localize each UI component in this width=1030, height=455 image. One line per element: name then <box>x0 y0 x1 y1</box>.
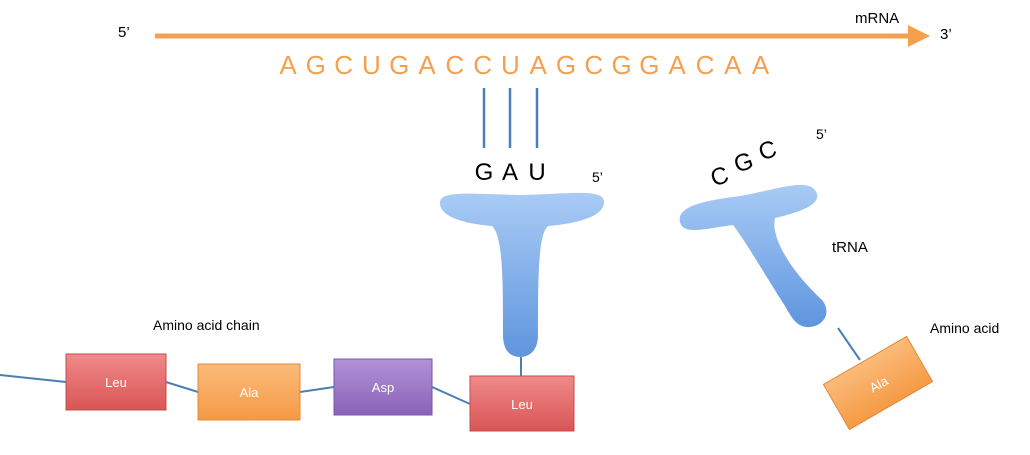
mrna-base: A <box>669 50 687 80</box>
base-pair-lines <box>482 88 539 148</box>
trna-free-amino-link <box>837 327 861 361</box>
mrna-base: A <box>530 50 548 80</box>
mrna-three-prime-label: 3’ <box>940 26 952 43</box>
mrna-base: G <box>306 50 326 80</box>
mrna-base: U <box>501 50 520 80</box>
amino-acid-box <box>65 353 167 411</box>
amino-acid-box <box>469 375 575 432</box>
mrna-base: A <box>752 50 770 80</box>
amino-acid-label: Leu <box>105 375 127 390</box>
mrna-base: G <box>556 50 576 80</box>
mrna-base: C <box>334 50 353 80</box>
amino-acid-leu-bound: Leu <box>469 375 575 432</box>
trna-free-label: tRNA <box>832 239 868 256</box>
mrna-base: A <box>279 50 297 80</box>
trna-free: CGC 5’ tRNA Ala Amino acid <box>679 126 999 431</box>
amino-acid-asp: Asp <box>333 358 433 416</box>
mrna-base: G <box>611 50 631 80</box>
amino-acid-label: Asp <box>372 380 394 395</box>
amino-acid-label: Leu <box>511 397 533 412</box>
trna-bound-five-prime-label: 5’ <box>592 169 603 185</box>
mrna-base: C <box>696 50 715 80</box>
mrna-base: A <box>724 50 742 80</box>
mrna-base: C <box>473 50 492 80</box>
mrna-base: G <box>639 50 659 80</box>
mrna-base: A <box>418 50 436 80</box>
amino-acid-leu: Leu <box>65 353 167 411</box>
trna-bound-shape <box>440 192 604 357</box>
mrna-arrowhead <box>908 25 930 47</box>
mrna-base: U <box>362 50 381 80</box>
trna-free-five-prime-label: 5’ <box>816 126 827 142</box>
anticodon-base: U <box>528 159 545 186</box>
mrna-base: G <box>389 50 409 80</box>
anticodon-base: A <box>502 159 518 186</box>
mrna-five-prime-label: 5’ <box>118 24 130 41</box>
amino-acid-ala: Ala <box>197 363 301 421</box>
mrna-base: C <box>445 50 464 80</box>
anticodon-base: C <box>707 161 732 192</box>
amino-acid-label: Ala <box>240 385 260 400</box>
amino-acid-box <box>333 358 433 416</box>
mrna-label: mRNA <box>855 10 899 27</box>
mrna-base: C <box>584 50 603 80</box>
amino-acid-box <box>822 335 934 431</box>
amino-acid-box <box>197 363 301 421</box>
anticodon-base: C <box>755 135 780 166</box>
amino-acid-chain-label: Amino acid chain <box>153 317 260 333</box>
amino-acid-caption: Amino acid <box>930 320 999 336</box>
anticodon-base: G <box>731 147 757 178</box>
amino-acid-ala-free: Ala <box>822 335 934 431</box>
trna-free-shape <box>679 184 827 328</box>
trna-free-anticodon: CGC <box>707 135 780 192</box>
anticodon-base: G <box>475 159 494 186</box>
